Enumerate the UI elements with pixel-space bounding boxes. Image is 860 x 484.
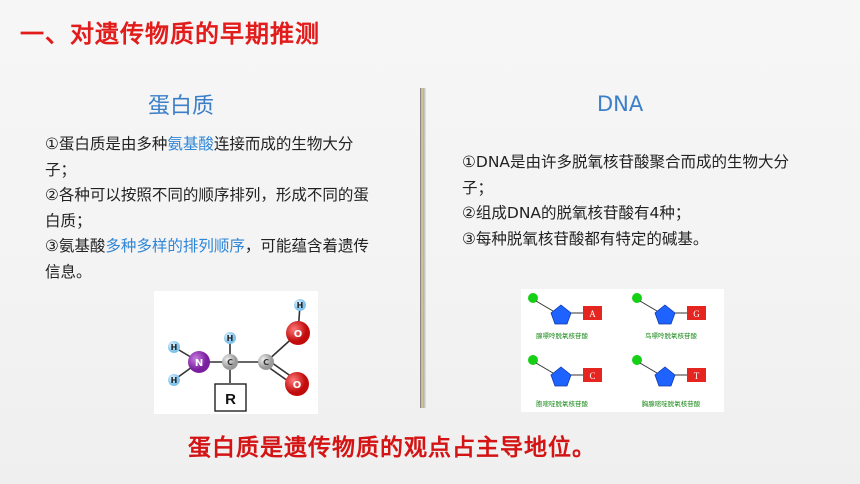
text: ①蛋白质是由多种 [45, 135, 168, 153]
dna-point-2: ②组成DNA的脱氧核苷酸有4种； [462, 204, 691, 222]
nucleotide-t: T 胸腺嘧啶脱氧核苷酸 [632, 355, 706, 408]
protein-heading: 蛋白质 [148, 94, 215, 119]
base-t: T [694, 371, 700, 381]
nucleotides-diagram: A 腺嘌呤脱氧核苷酸 G 鸟嘌呤脱氧核苷酸 C 胞嘧啶脱氧核苷酸 T 胸腺嘧啶脱… [521, 289, 724, 412]
slide-title: 一、对遗传物质的早期推测 [20, 20, 320, 48]
divider-line [420, 88, 426, 408]
base-g: G [693, 309, 700, 319]
text: ，可能蕴含着遗传信息。 [45, 237, 369, 281]
protein-points: ①蛋白质是由多种氨基酸连接而成的生物大分子； ②各种可以按照不同的顺序排列，形成… [45, 132, 375, 285]
dna-points: ①DNA是由许多脱氧核苷酸聚合而成的生物大分子； ②组成DNA的脱氧核苷酸有4种… [462, 150, 792, 252]
amino-acid-diagram: R H H N H C C O O H [154, 291, 318, 414]
atom-h: H [297, 301, 304, 310]
base-c: C [589, 371, 595, 381]
atom-n: N [195, 358, 203, 369]
protein-point-1: ①蛋白质是由多种氨基酸连接而成的生物大分子； [45, 132, 375, 183]
dna-point-1: ①DNA是由许多脱氧核苷酸聚合而成的生物大分子； [462, 153, 790, 197]
dna-point-3: ③每种脱氧核苷酸都有特定的碱基。 [462, 229, 709, 248]
atom-h: H [171, 343, 178, 352]
nucleotide-c: C 胞嘧啶脱氧核苷酸 [528, 355, 602, 408]
highlight-amino-acid: 氨基酸 [167, 135, 214, 153]
nucleotide-g-name: 鸟嘌呤脱氧核苷酸 [645, 331, 698, 340]
text: 连接而成的生物大分子； [45, 135, 354, 179]
base-a: A [589, 309, 596, 319]
r-group-label: R [225, 391, 236, 408]
text: ③氨基酸 [45, 237, 106, 255]
nucleotide-c-name: 胞嘧啶脱氧核苷酸 [536, 399, 589, 408]
r-group-box [214, 383, 247, 412]
nucleotide-t-name: 胸腺嘧啶脱氧核苷酸 [642, 399, 701, 408]
nucleotide-a-name: 腺嘌呤脱氧核苷酸 [536, 331, 589, 340]
atom-h: H [171, 376, 178, 385]
text: ②各种可以按照不同的顺序排列，形成不同的蛋白质； [45, 186, 369, 230]
dna-heading: DNA [597, 92, 644, 116]
protein-point-2: ②各种可以按照不同的顺序排列，形成不同的蛋白质； [45, 183, 375, 234]
atom-c: C [263, 358, 269, 367]
atom-o: O [294, 329, 303, 340]
atom-c: C [227, 358, 233, 367]
highlight-sequence: 多种多样的排列顺序 [105, 237, 245, 255]
atom-h: H [227, 334, 234, 343]
conclusion-text: 蛋白质是遗传物质的观点占主导地位。 [188, 435, 596, 461]
nucleotide-a: A 腺嘌呤脱氧核苷酸 [528, 293, 602, 340]
atom-o: O [293, 380, 302, 391]
nucleotide-g: G 鸟嘌呤脱氧核苷酸 [632, 293, 706, 340]
protein-point-3: ③氨基酸多种多样的排列顺序，可能蕴含着遗传信息。 [45, 234, 375, 285]
